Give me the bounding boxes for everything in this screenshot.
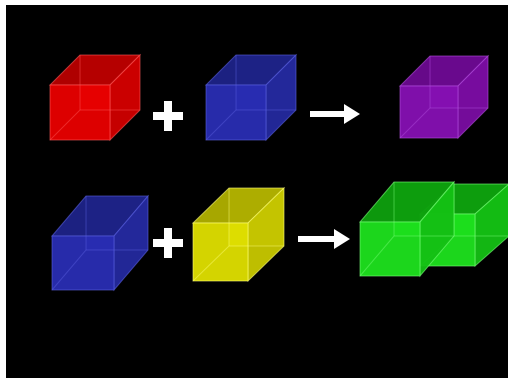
plus-vertical-bar <box>164 228 172 258</box>
arrow-shaft <box>310 111 346 117</box>
row-1 <box>50 55 488 140</box>
cube-front-face <box>52 236 114 290</box>
cube-front-face <box>360 222 420 276</box>
cube-front-face <box>400 86 458 138</box>
arrow-shaft <box>298 236 336 242</box>
plus-vertical-bar <box>164 101 172 131</box>
